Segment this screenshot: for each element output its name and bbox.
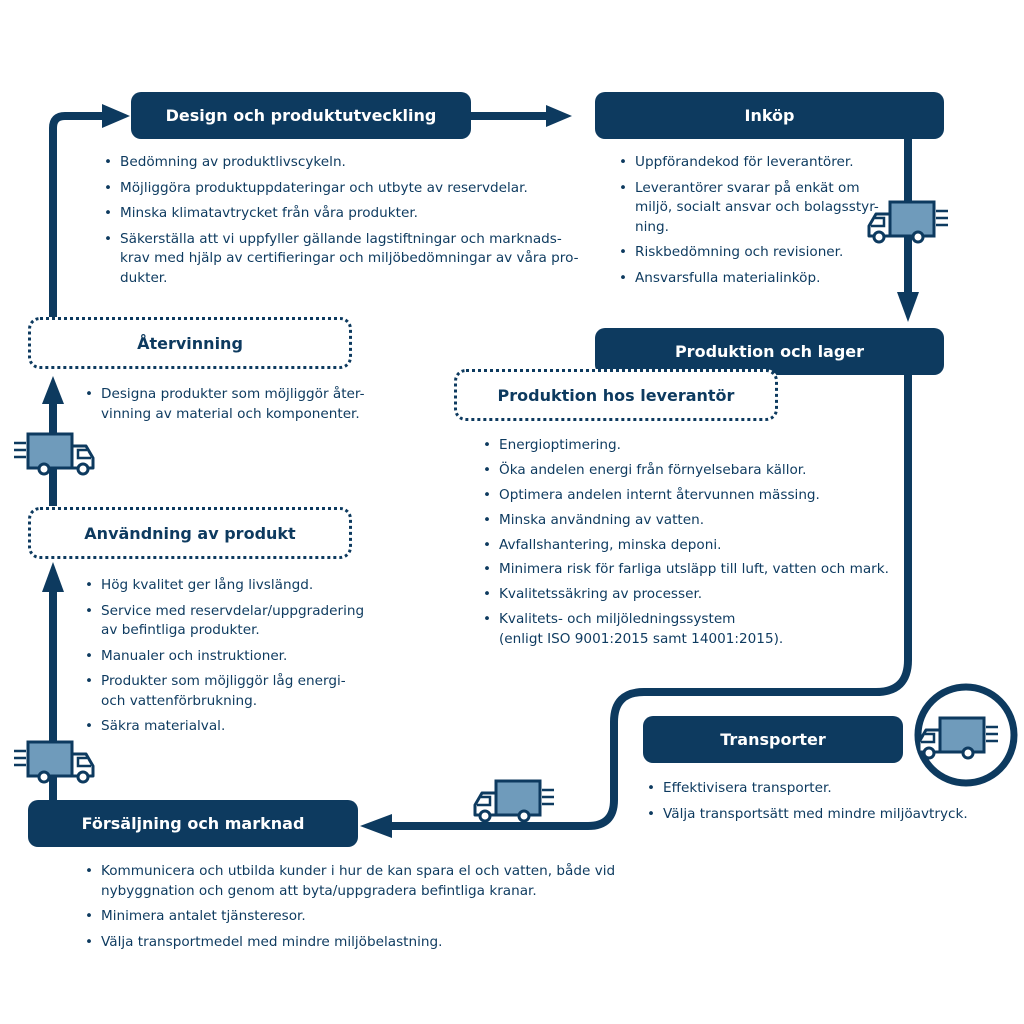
list-item: Kvalitetssäkring av processer.: [481, 585, 901, 605]
stage-design-box: Design och produktutveckling: [131, 92, 471, 139]
stage-transporter-title: Transporter: [720, 730, 826, 749]
stage-transporter-box: Transporter: [643, 716, 903, 763]
stage-anvandning-title: Användning av produkt: [84, 523, 296, 543]
list-item: Hög kvalitet ger lång livslängd.: [83, 576, 383, 596]
truck-icon: [473, 779, 554, 823]
list-item: Ansvarsfulla materialinköp.: [617, 269, 897, 289]
list-item: Effektivisera transporter.: [645, 779, 1015, 799]
stage-forsaljning-box: Försäljning och marknad: [28, 800, 358, 847]
line-produktion-to-forsaljning: [388, 372, 912, 830]
stage-leverantor-box: Produktion hos leverantör: [454, 369, 778, 421]
forsaljning-bullets: Kommunicera och utbilda kunder i hur de …: [83, 862, 643, 958]
arrowhead: [42, 562, 64, 592]
list-item: Minska användning av vatten.: [481, 511, 901, 531]
transporter-bullets: Effektivisera transporter. Välja transpo…: [645, 779, 1015, 830]
stage-inkop-title: Inköp: [744, 106, 795, 125]
list-item: Kvalitets- och miljöledningssystem (enli…: [481, 610, 901, 649]
list-item: Avfallshantering, minska deponi.: [481, 536, 901, 556]
list-item: Välja transportsätt med mindre miljöavtr…: [645, 805, 1015, 825]
list-item: Välja transportmedel med mindre miljöbel…: [83, 933, 643, 953]
arrow-atervinning-to-design: [49, 112, 106, 318]
atervinning-bullets: Designa produkter som möjliggör åter- vi…: [83, 385, 383, 430]
inkop-bullets: Uppförandekod för leverantörer. Leverant…: [617, 153, 897, 294]
arrowhead: [897, 292, 919, 322]
truck-icon: [14, 432, 95, 476]
stage-leverantor-title: Produktion hos leverantör: [497, 385, 735, 405]
stage-forsaljning-title: Försäljning och marknad: [81, 814, 305, 833]
list-item: Energioptimering.: [481, 436, 901, 456]
list-item: Leverantörer svarar på enkät om miljö, s…: [617, 179, 897, 238]
list-item: Designa produkter som möjliggör åter- vi…: [83, 385, 383, 424]
stage-atervinning-box: Återvinning: [28, 317, 352, 369]
list-item: Produkter som möjliggör låg energi- och …: [83, 672, 383, 711]
list-item: Möjliggöra produktuppdateringar och utby…: [102, 179, 602, 199]
list-item: Kommunicera och utbilda kunder i hur de …: [83, 862, 643, 901]
truck-icon: [867, 200, 948, 244]
arrowhead: [42, 376, 64, 404]
truck-icon: [14, 740, 95, 784]
list-item: Minimera antalet tjänsteresor.: [83, 907, 643, 927]
stage-produktion-title: Produktion och lager: [674, 342, 865, 361]
list-item: Säkra materialval.: [83, 717, 383, 737]
truck-icon: [917, 716, 998, 760]
arrowhead: [546, 105, 572, 127]
list-item: Uppförandekod för leverantörer.: [617, 153, 897, 173]
leverantor-bullets: Energioptimering. Öka andelen energi frå…: [481, 436, 901, 655]
stage-design-title: Design och produktutveckling: [165, 106, 437, 125]
list-item: Säkerställa att vi uppfyller gällande la…: [102, 230, 602, 289]
stage-anvandning-box: Användning av produkt: [28, 507, 352, 559]
arrowhead: [360, 814, 392, 838]
stage-atervinning-title: Återvinning: [137, 333, 243, 353]
stage-produktion-box: Produktion och lager: [595, 328, 944, 375]
list-item: Minimera risk för farliga utsläpp till l…: [481, 560, 901, 580]
list-item: Öka andelen energi från förnyelsebara kä…: [481, 461, 901, 481]
list-item: Service med reservdelar/uppgradering av …: [83, 602, 383, 641]
arrowhead: [102, 104, 130, 128]
list-item: Minska klimatavtrycket från våra produkt…: [102, 204, 602, 224]
list-item: Bedömning av produktlivscykeln.: [102, 153, 602, 173]
list-item: Manualer och instruktioner.: [83, 647, 383, 667]
stage-inkop-box: Inköp: [595, 92, 944, 139]
list-item: Riskbedömning och revisioner.: [617, 243, 897, 263]
anvandning-bullets: Hög kvalitet ger lång livslängd. Service…: [83, 576, 383, 743]
design-bullets: Bedömning av produktlivscykeln. Möjliggö…: [102, 153, 602, 294]
list-item: Optimera andelen internt återvunnen mäss…: [481, 486, 901, 506]
